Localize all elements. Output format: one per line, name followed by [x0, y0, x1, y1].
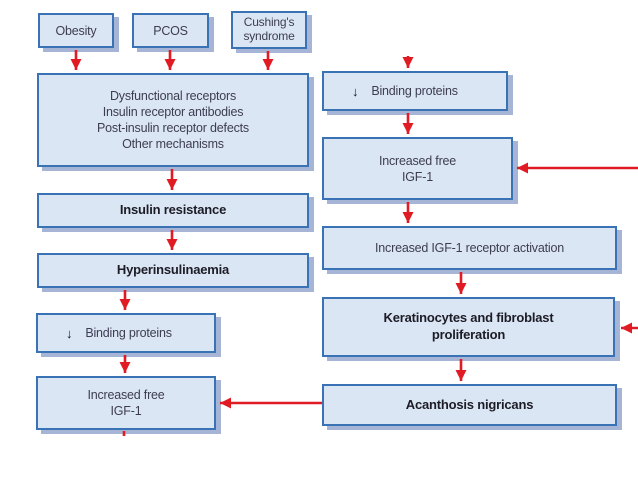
- node-increased-free-igf1-right: Increased free IGF-1: [322, 137, 513, 200]
- node-pcos: PCOS: [132, 13, 209, 48]
- node-hyperinsulinaemia: Hyperinsulinaemia: [37, 253, 309, 288]
- decrease-arrow-icon: ↓: [352, 83, 359, 99]
- node-keratinocytes-proliferation: Keratinocytes and fibroblast proliferati…: [322, 297, 615, 357]
- node-mechanisms: Dysfunctional receptors Insulin receptor…: [37, 73, 309, 167]
- binding-proteins-right-label: Binding proteins: [371, 84, 458, 98]
- node-increased-free-igf1-left: Increased free IGF-1: [36, 376, 216, 430]
- node-cushings-syndrome: Cushing's syndrome: [231, 11, 307, 49]
- node-binding-proteins-right: ↓ Binding proteins: [322, 71, 508, 111]
- node-obesity: Obesity: [38, 13, 114, 48]
- node-acanthosis-nigricans: Acanthosis nigricans: [322, 384, 617, 426]
- node-insulin-resistance: Insulin resistance: [37, 193, 309, 228]
- node-igf1-receptor-activation: Increased IGF-1 receptor activation: [322, 226, 617, 270]
- node-binding-proteins-left: ↓ Binding proteins: [36, 313, 216, 353]
- decrease-arrow-icon: ↓: [66, 325, 73, 341]
- binding-proteins-left-label: Binding proteins: [85, 326, 172, 340]
